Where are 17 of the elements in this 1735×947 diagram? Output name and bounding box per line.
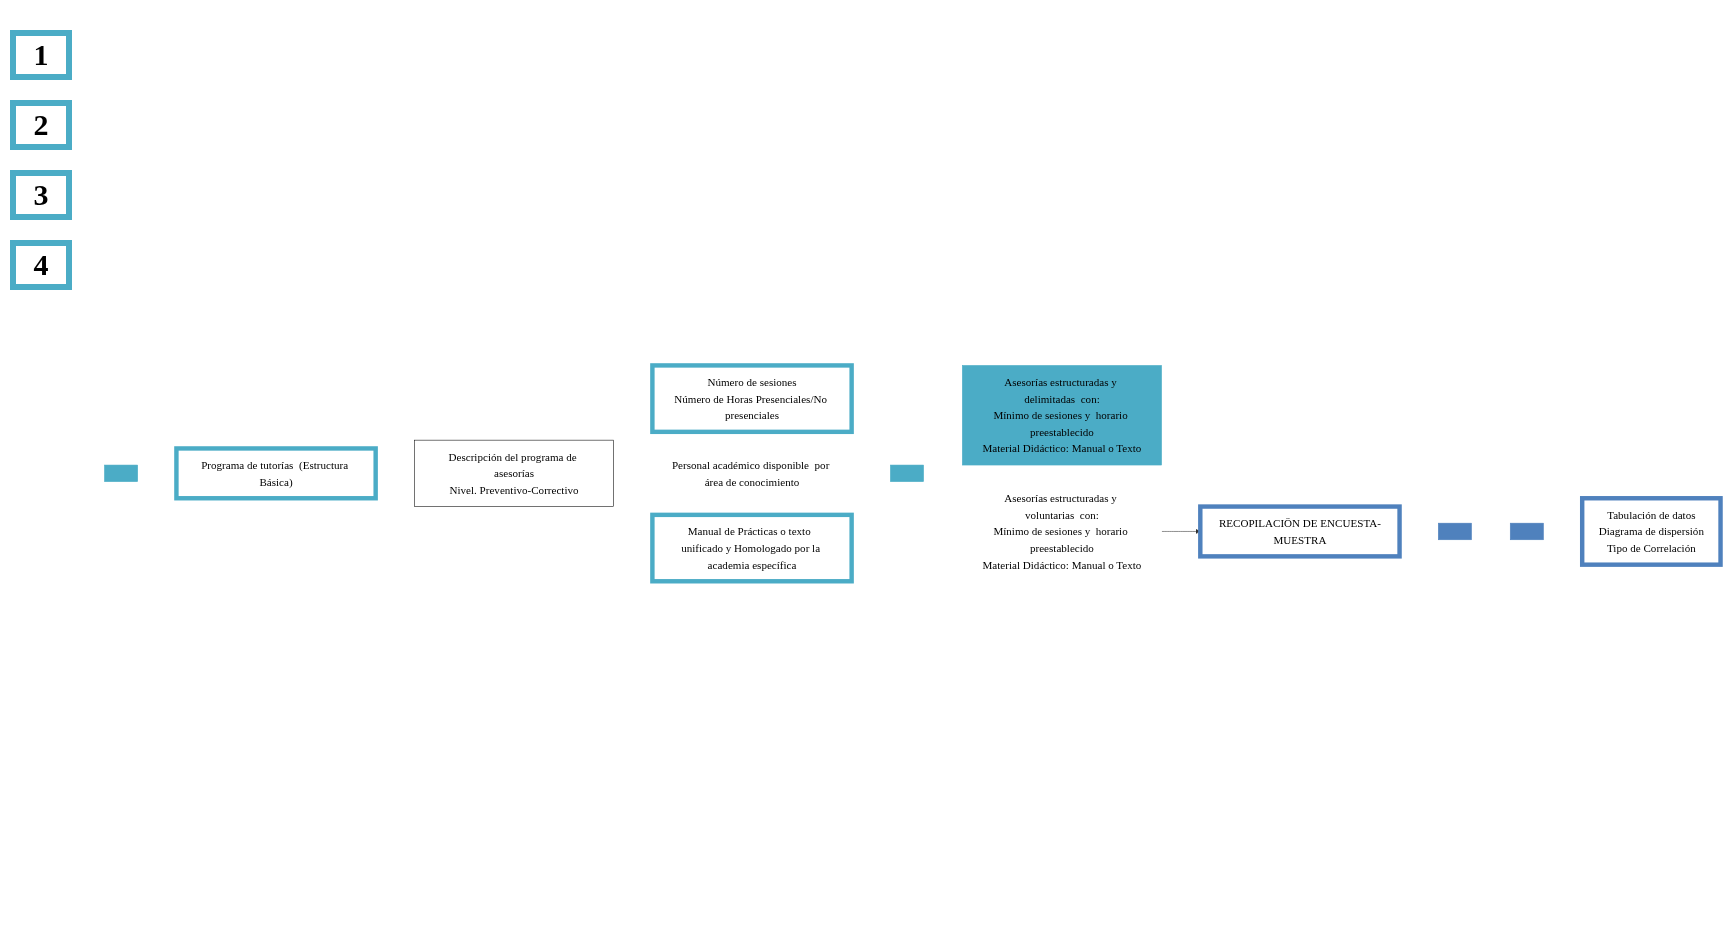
node-box: Número de sesiones Número de Horas Presenciales/No presenciales <box>650 363 854 435</box>
node-box: Manual de Prácticas o texto unificado y Homologado por la academia específica <box>650 512 854 584</box>
node-box: RECOPILACIÖN DE ENCUESTA-MUESTRA <box>1198 504 1402 559</box>
node-box <box>104 464 138 483</box>
step-number: 4 <box>10 240 72 290</box>
node-box <box>1438 523 1472 541</box>
node-box: Descripción del programa de asesorías Nivel. Preventivo-Correctivo <box>414 440 614 507</box>
step-number: 2 <box>10 100 72 150</box>
step-number: 1 <box>10 30 72 80</box>
node-box: Asesorías estructuradas y delimitadas con: Mínimo de sesiones y horario preestablecido Material Didáctico: Manual o Texto <box>962 365 1162 466</box>
node-box <box>890 464 924 483</box>
node-box: Tabulación de datos Diagrama de dispersión Tipo de Correlación <box>1579 496 1723 568</box>
node-text: Personal académico disponible por área de conocimiento <box>671 459 830 488</box>
node-box <box>1509 523 1544 541</box>
node-box: Programa de tutorías (Estructura Básica) <box>174 446 378 501</box>
node-text: Asesorías estructuradas y voluntarias con: Mínimo de sesiones y horario preestablecido Material Didáctico: Manual o Texto <box>982 492 1142 571</box>
step-number: 3 <box>10 170 72 220</box>
